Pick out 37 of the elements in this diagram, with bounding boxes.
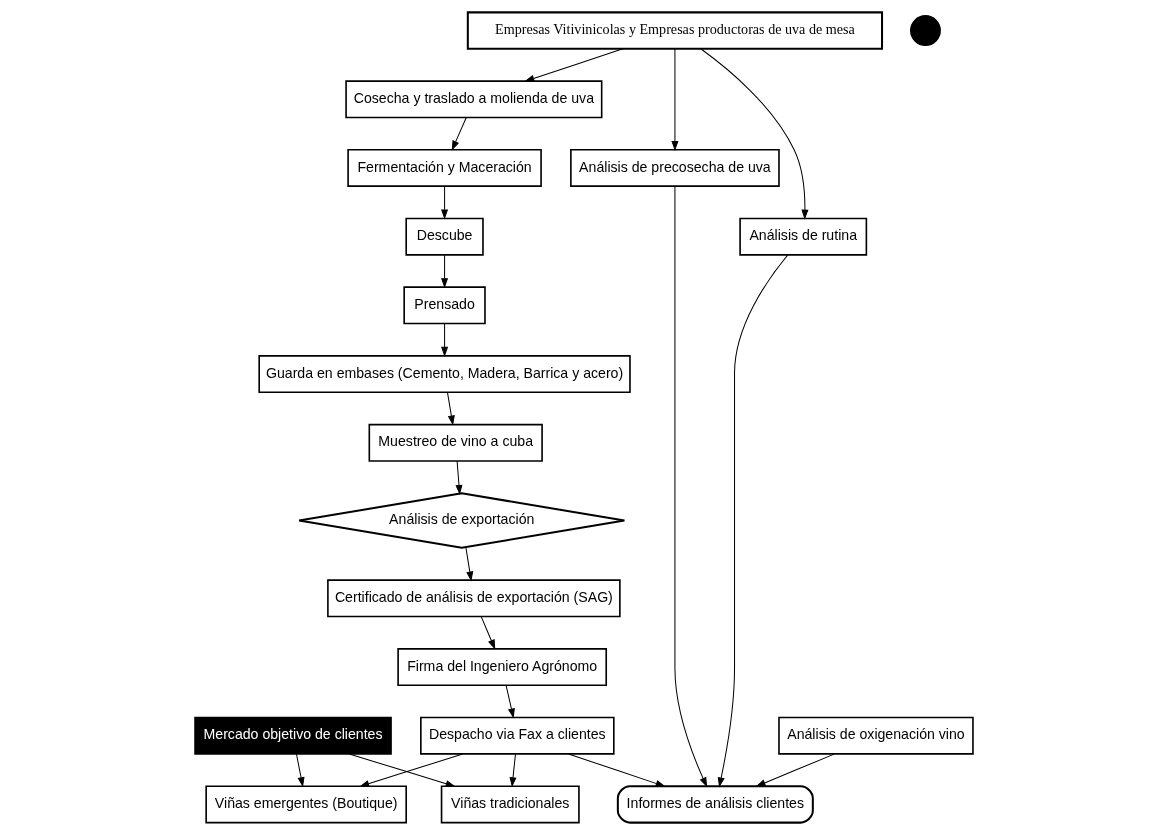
node-box: Fermentación y Maceración xyxy=(346,148,542,187)
node-box: Descube xyxy=(404,217,484,256)
arrow xyxy=(567,753,666,787)
node-box: Viñas emergentes (Boutique) xyxy=(204,785,407,824)
node-box: Viñas tradicionales xyxy=(440,785,580,824)
arrow xyxy=(440,254,448,289)
node-box: Despacho via Fax a clientes xyxy=(419,716,615,755)
arrow xyxy=(446,392,455,426)
arrow xyxy=(480,616,495,650)
arrow xyxy=(673,186,707,788)
arrow xyxy=(454,460,462,495)
node-box: Análisis de rutina xyxy=(738,217,867,256)
node-box: Prensado xyxy=(402,286,486,325)
node-box: Certificado de análisis de exportación (SAG) xyxy=(326,579,621,618)
node-box: Empresas Vitivinicolas y Empresas productoras de uva de mesa xyxy=(466,11,883,50)
node-box: Muestreo de vino a cuba xyxy=(368,423,543,462)
node-box: Guarda en embases (Cemento, Madera, Barrica y acero) xyxy=(257,355,631,394)
arrow xyxy=(440,186,448,220)
node-diamond: Análisis de exportación xyxy=(297,492,625,549)
node-circle xyxy=(909,15,941,46)
arrow xyxy=(523,48,623,82)
node-box: Análisis de precosecha de uva xyxy=(569,148,780,187)
node-box: Análisis de oxigenación vino xyxy=(777,716,974,755)
node-box: Cosecha y traslado a molienda de uva xyxy=(344,80,602,119)
arrow xyxy=(451,117,467,151)
arrow xyxy=(670,48,678,152)
node-box: Informes de análisis clientes xyxy=(616,785,814,824)
node-box: Firma del Ingeniero Agrónomo xyxy=(396,648,607,687)
node-box: Mercado objetivo de clientes xyxy=(193,716,392,755)
arrow xyxy=(440,323,448,357)
arrow xyxy=(295,753,304,788)
arrow xyxy=(699,48,808,220)
arrow xyxy=(509,753,517,788)
arrow xyxy=(755,753,835,787)
arrow xyxy=(464,546,473,582)
arrow xyxy=(717,254,788,788)
arrow xyxy=(505,685,515,719)
